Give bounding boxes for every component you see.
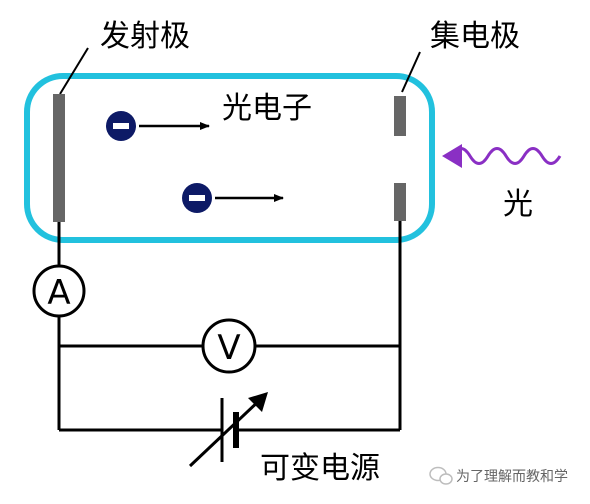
ammeter-label: A <box>47 273 70 313</box>
watermark: 为了理解而教和学 <box>429 466 568 485</box>
light-wave-arrow-head-icon <box>442 144 462 168</box>
photoelectrons-label: 光电子 <box>222 91 312 126</box>
circuit-wires <box>57 221 402 432</box>
emitter-plate <box>53 94 65 222</box>
electron-2 <box>182 183 212 213</box>
emitter-label-leader <box>59 47 89 95</box>
variable-power-source <box>188 392 268 468</box>
voltmeter-label: V <box>217 328 240 368</box>
electron-1 <box>106 111 136 141</box>
light-label: 光 <box>503 187 533 222</box>
variable-arrow <box>188 396 264 468</box>
power-source-label: 可变电源 <box>260 451 380 486</box>
collector-plate-lower <box>394 183 406 221</box>
voltmeter: V <box>201 318 257 374</box>
collector-label: 集电极 <box>430 19 520 54</box>
light-wave <box>442 144 562 168</box>
light-wave-path <box>450 147 562 165</box>
collector-plate-upper <box>394 96 406 136</box>
wechat-logo-icon <box>429 466 453 485</box>
watermark-text: 为了理解而教和学 <box>456 469 568 485</box>
emitter-label: 发射极 <box>100 19 190 54</box>
vacuum-tube-outline <box>24 73 435 243</box>
variable-arrow-head-icon <box>248 392 268 412</box>
ammeter: A <box>32 264 86 318</box>
collector-label-leader <box>401 51 421 93</box>
